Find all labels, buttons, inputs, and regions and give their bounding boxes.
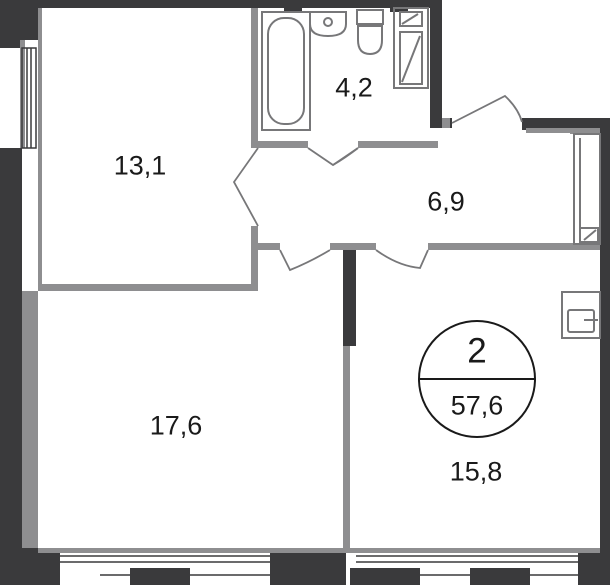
washing-machine-icon xyxy=(393,7,429,89)
wardrobe-icon xyxy=(573,133,601,245)
bathroom-area-label: 4,2 xyxy=(335,72,373,103)
room-count-label: 2 xyxy=(467,331,487,371)
bedroom-door xyxy=(232,147,259,227)
interior-walls xyxy=(20,8,600,553)
bathroom-door xyxy=(307,147,359,167)
entrance-door xyxy=(451,94,523,124)
kitchen-sink-icon xyxy=(561,291,601,339)
bottom-windows xyxy=(60,555,578,576)
left-window xyxy=(21,47,37,149)
living-room-door xyxy=(279,249,331,272)
bathtub-icon xyxy=(261,11,311,131)
kitchen-door xyxy=(375,249,429,269)
kitchen-area-label: 15,8 xyxy=(449,456,503,487)
toilet-icon xyxy=(356,9,384,56)
sink-icon xyxy=(309,11,347,38)
summary-badge xyxy=(418,320,536,438)
hallway-area-label: 6,9 xyxy=(427,186,465,217)
bedroom-area-label: 13,1 xyxy=(113,150,167,181)
living-room-area-label: 17,6 xyxy=(149,410,203,441)
total-area-label: 57,6 xyxy=(450,390,504,421)
